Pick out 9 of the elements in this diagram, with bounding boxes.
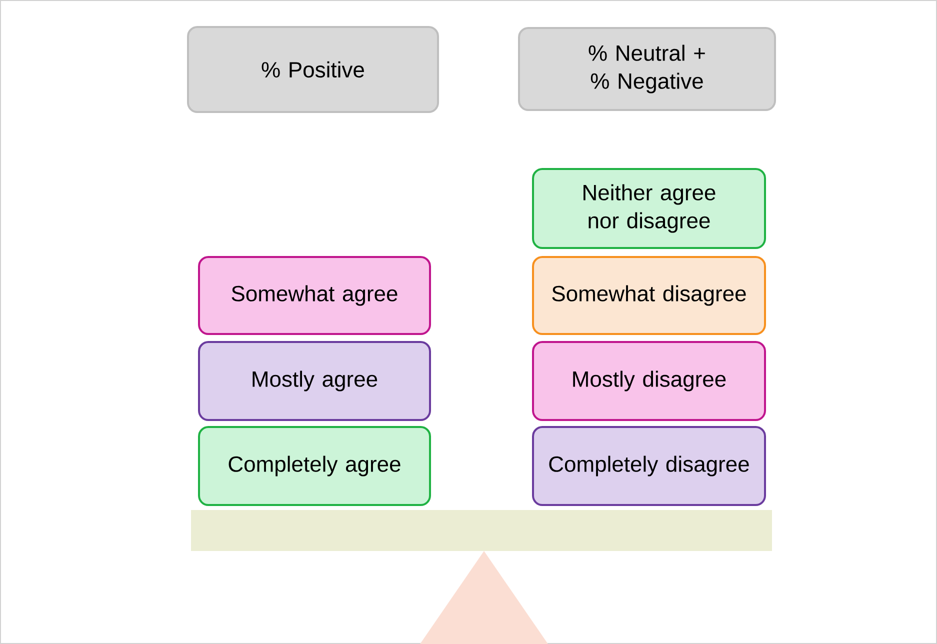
- response-box: Mostly disagree: [532, 341, 766, 421]
- response-box: Completely disagree: [532, 426, 766, 506]
- response-box: Completely agree: [198, 426, 431, 506]
- header-box: % Neutral + % Negative: [518, 27, 776, 111]
- response-box: Mostly agree: [198, 341, 431, 421]
- response-box: Somewhat agree: [198, 256, 431, 335]
- response-box: Neither agree nor disagree: [532, 168, 766, 249]
- response-box: Somewhat disagree: [532, 256, 766, 335]
- header-box: % Positive: [187, 26, 439, 113]
